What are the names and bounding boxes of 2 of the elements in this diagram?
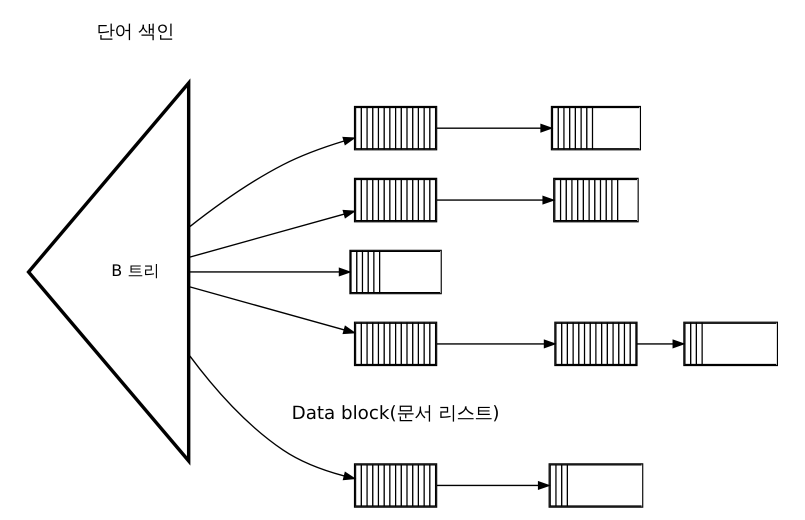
label: Data block(문서 리스트) [291,403,499,424]
label: 단어 색인 [96,22,174,43]
